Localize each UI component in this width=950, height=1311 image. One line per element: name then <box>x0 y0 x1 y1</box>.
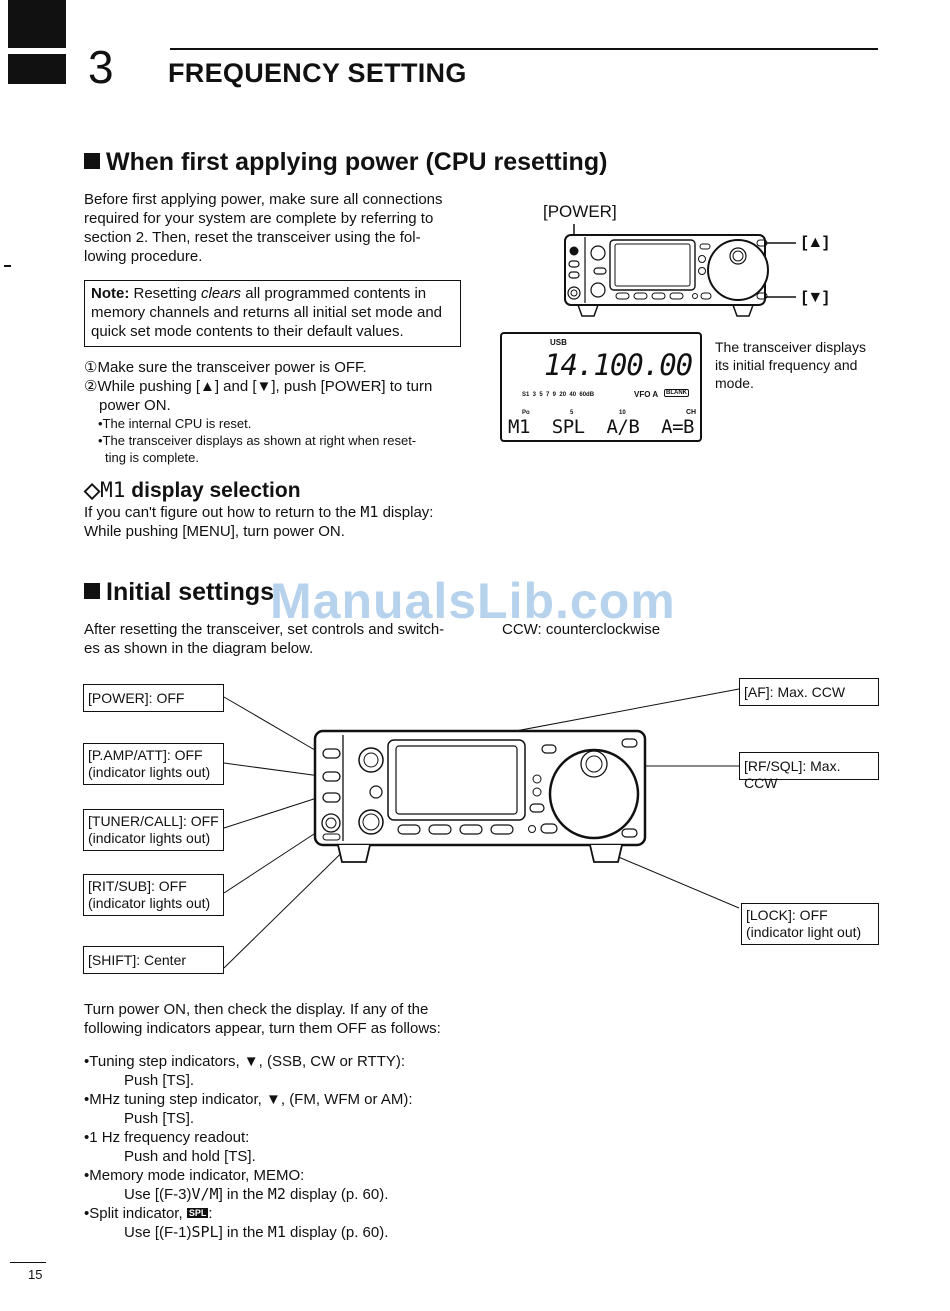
lcd-ch: CH <box>686 409 697 416</box>
label-shift: [SHIFT]: Center <box>83 946 224 974</box>
label-lock: [LOCK]: OFF(indicator light out) <box>741 903 879 945</box>
chapter-tab-bottom <box>8 54 66 84</box>
section-heading-cpu-reset: When first applying power (CPU resetting… <box>84 148 607 177</box>
lcd-frequency: 14.100.00 <box>544 348 693 382</box>
down-key-label: [▼] <box>802 289 829 306</box>
chapter-number: 3 <box>88 41 114 93</box>
transceiver-front-small <box>564 224 796 317</box>
margin-mark <box>4 265 11 267</box>
label-tuner-call: [TUNER/CALL]: OFF(indicator lights out) <box>83 809 224 851</box>
list-item: •Split indicator, SPL: <box>84 1205 213 1222</box>
list-item: •Memory mode indicator, MEMO: <box>84 1167 305 1184</box>
transceiver-front-large <box>223 688 740 969</box>
label-pamp-att: [P.AMP/ATT]: OFF(indicator lights out) <box>83 743 224 785</box>
lcd-blank-badge: BLANK <box>664 389 689 397</box>
section2-intro: After resetting the transceiver, set con… <box>84 621 445 657</box>
reset-note: Note: Resetting clears all programmed co… <box>84 280 461 347</box>
list-item: •MHz tuning step indicator, ▼, (FM, WFM … <box>84 1091 413 1108</box>
list-item: •Tuning step indicators, ▼, (SSB, CW or … <box>84 1053 406 1070</box>
section2-after-text: Turn power ON, then check the display. I… <box>84 1001 441 1037</box>
lcd-po: Po <box>522 410 530 416</box>
chapter-title: FREQUENCY SETTING <box>168 58 467 88</box>
watermark: ManualsLib.com <box>270 573 676 629</box>
label-rit-sub: [RIT/SUB]: OFF(indicator lights out) <box>83 874 224 916</box>
lcd-display: USB 14.100.00 S1 3 5 7 9 20 40 60dB VFO … <box>500 332 702 442</box>
indicator-list: •Tuning step indicators, ▼, (SSB, CW or … <box>84 1052 504 1242</box>
up-key-label: [▲] <box>802 234 829 251</box>
m1-heading: ◇M1 display selection <box>84 478 301 502</box>
footer-rule <box>10 1262 46 1263</box>
page-number: 15 <box>28 1267 43 1282</box>
lcd-menu-row: M1 SPL A/B A=B <box>508 416 694 438</box>
list-item: •1 Hz frequency readout: <box>84 1129 250 1146</box>
ccw-legend: CCW: counterclockwise <box>502 621 661 638</box>
label-rf-sql: [RF/SQL]: Max. CCW <box>739 752 879 791</box>
section1-intro: Before first applying power, make sure a… <box>84 191 443 265</box>
lcd-scale-10: 10 <box>619 410 626 416</box>
chapter-rule <box>170 48 878 50</box>
spl-badge: SPL <box>186 1208 209 1218</box>
lcd-scale-5: 5 <box>570 410 574 416</box>
power-label: [POWER] <box>543 202 617 221</box>
chapter-tab-top <box>8 0 66 48</box>
label-power: [POWER]: OFF <box>83 684 224 712</box>
lcd-vfo: VFO A <box>634 390 659 399</box>
lcd-mode-usb: USB <box>550 338 567 347</box>
section-heading-initial-settings: Initial settings <box>84 578 274 607</box>
label-af: [AF]: Max. CCW <box>739 678 879 706</box>
m1-body: If you can't figure out how to return to… <box>84 503 434 540</box>
lcd-s-meter-scale: S1 3 5 7 9 20 40 60dB <box>522 392 595 398</box>
reset-steps: ①Make sure the transceiver power is OFF.… <box>84 359 433 465</box>
